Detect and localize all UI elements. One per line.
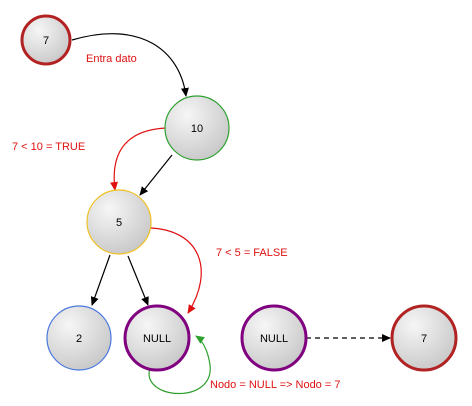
node-null-target-label: NULL xyxy=(143,333,171,345)
node-2: 2 xyxy=(46,305,112,371)
node-null-right-label: NULL xyxy=(260,333,288,345)
node-5-label: 5 xyxy=(116,217,122,229)
node-null-target: NULL xyxy=(123,304,191,372)
node-10: 10 xyxy=(164,95,230,161)
node-2-label: 2 xyxy=(76,333,82,345)
node-10-label: 10 xyxy=(191,123,203,135)
annotation-compare-true: 7 < 10 = TRUE xyxy=(12,141,85,153)
annotation-entra-dato: Entra dato xyxy=(86,53,137,65)
node-null-right: NULL xyxy=(240,304,308,372)
annotation-compare-false: 7 < 5 = FALSE xyxy=(216,247,288,259)
edge-5-to-2 xyxy=(90,254,111,306)
node-result: 7 xyxy=(390,304,458,372)
compare-arrow-true xyxy=(110,127,167,191)
edge-entry-to-10 xyxy=(71,33,189,97)
annotation-assign: Nodo = NULL => Nodo = 7 xyxy=(210,379,340,391)
node-entry: 7 xyxy=(20,14,72,66)
edge-10-to-5 xyxy=(139,154,173,196)
node-entry-label: 7 xyxy=(43,35,49,47)
node-5: 5 xyxy=(86,189,152,255)
edge-5-to-null xyxy=(127,255,149,306)
node-result-label: 7 xyxy=(421,333,427,345)
assign-loop-arrow xyxy=(148,335,211,394)
compare-arrow-false xyxy=(149,227,202,314)
